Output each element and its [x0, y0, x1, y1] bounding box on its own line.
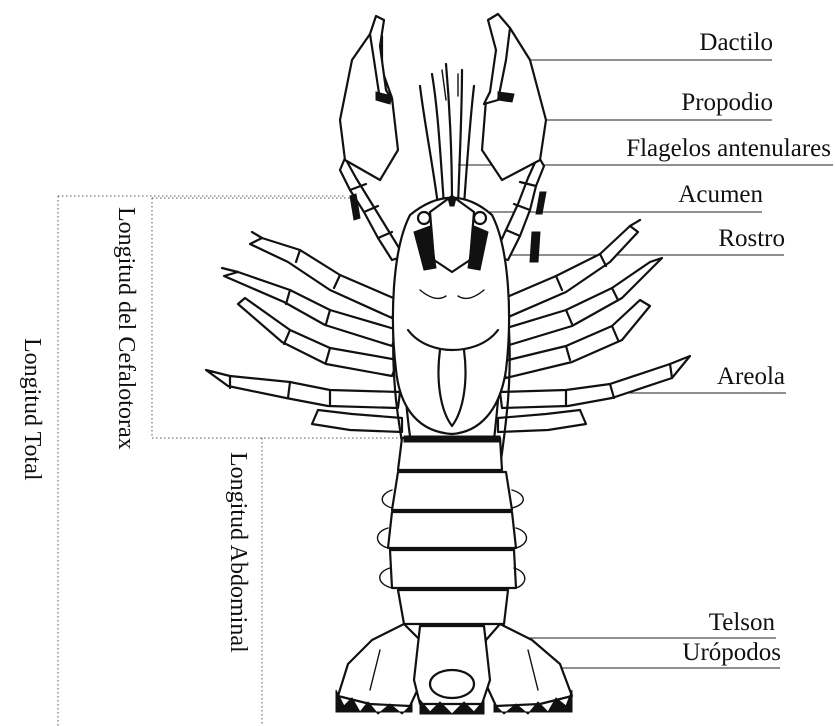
label-longitud-cefalotorax: Longitud del Cefalotorax [112, 207, 140, 450]
label-longitud-total: Longitud Total [18, 338, 46, 481]
label-rostro: Rostro [718, 224, 785, 254]
acumen-tip [448, 198, 456, 206]
walking-legs-left [206, 232, 402, 432]
label-flagelos: Flagelos antenulares [626, 134, 831, 164]
walking-legs-right [498, 220, 690, 432]
label-areola: Areola [717, 362, 785, 392]
antennular-flagella [420, 64, 474, 205]
abdomen [378, 436, 527, 624]
label-longitud-abdominal: Longitud Abdominal [224, 452, 252, 653]
label-dactilo: Dactilo [699, 28, 773, 58]
carapace [393, 196, 509, 434]
label-telson: Telson [709, 608, 775, 638]
label-acumen: Acumen [678, 180, 763, 210]
label-uropodos: Urópodos [682, 638, 781, 668]
label-propodio: Propodio [681, 88, 773, 118]
